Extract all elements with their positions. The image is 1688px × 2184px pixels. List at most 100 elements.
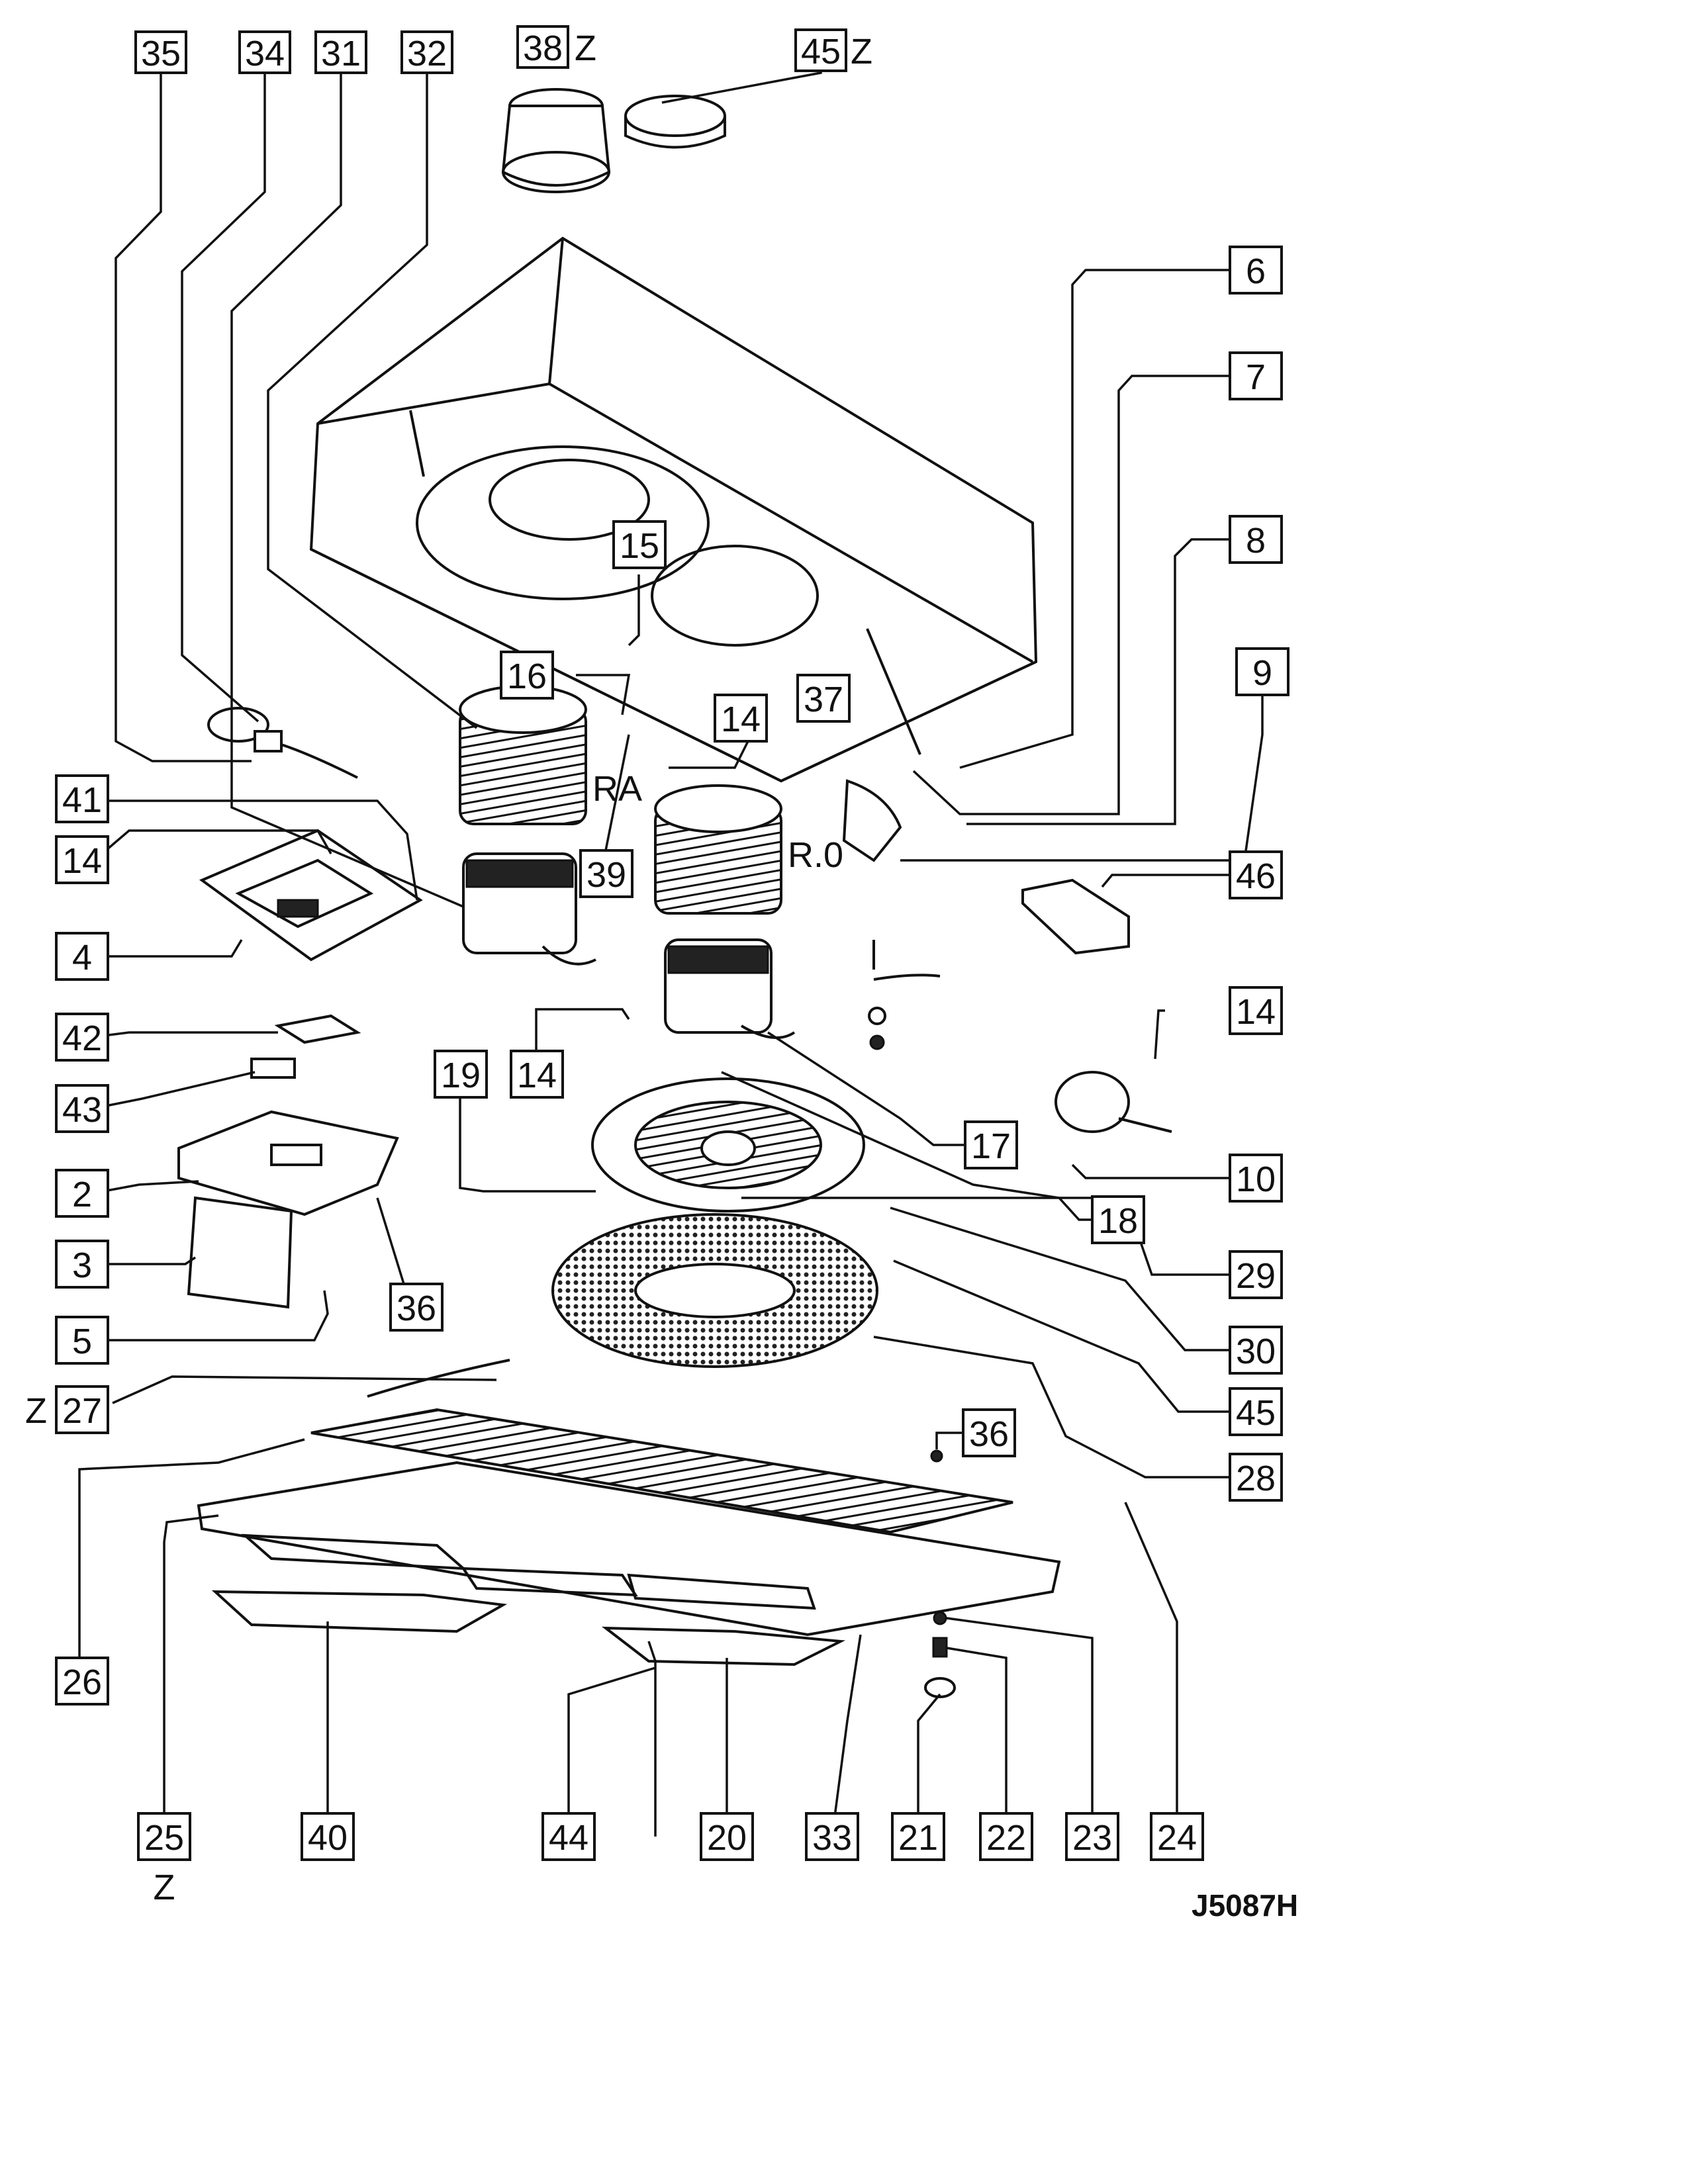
svg-text:41: 41 [62, 780, 102, 820]
small-fittings [868, 940, 941, 1050]
label-38: 38 [516, 25, 569, 69]
svg-text:10: 10 [1236, 1160, 1276, 1199]
svg-text:44: 44 [549, 1818, 588, 1858]
svg-text:43: 43 [62, 1090, 102, 1130]
motor-right [664, 938, 796, 1039]
bracket-46 [1021, 878, 1130, 955]
label-14b: 14 [55, 835, 109, 884]
label-35: 35 [134, 30, 187, 74]
svg-text:25: 25 [144, 1818, 184, 1858]
leader-lines [78, 33, 1264, 1837]
label-2: 2 [55, 1169, 109, 1218]
label-42: 42 [55, 1013, 109, 1062]
svg-text:28: 28 [1236, 1459, 1276, 1498]
svg-text:14: 14 [62, 841, 102, 881]
label-6: 6 [1229, 246, 1283, 295]
svg-text:18: 18 [1098, 1201, 1138, 1241]
leader-44 [567, 1666, 656, 1813]
label-33: 33 [805, 1812, 859, 1861]
small-clip-43 [250, 1058, 296, 1079]
label-17: 17 [964, 1120, 1018, 1169]
label-4: 4 [55, 932, 109, 981]
svg-text:16: 16 [507, 657, 547, 696]
svg-text:35: 35 [141, 34, 181, 73]
label-27: 27 [55, 1385, 109, 1434]
label-21: 21 [891, 1812, 945, 1861]
label-28: 28 [1229, 1453, 1283, 1502]
label-45: 45 [1229, 1387, 1283, 1436]
svg-text:23: 23 [1072, 1818, 1112, 1858]
svg-text:21: 21 [898, 1818, 938, 1858]
svg-text:15: 15 [620, 526, 659, 566]
svg-text:30: 30 [1236, 1332, 1276, 1371]
svg-text:9: 9 [1252, 653, 1272, 693]
motor-left [462, 852, 596, 966]
lamp-cover-plate [177, 1110, 399, 1216]
svg-text:26: 26 [62, 1662, 102, 1702]
svg-text:24: 24 [1157, 1818, 1197, 1858]
label-8: 8 [1229, 515, 1283, 564]
svg-text:6: 6 [1246, 251, 1266, 291]
svg-text:4: 4 [72, 938, 92, 978]
label-5: 5 [55, 1316, 109, 1365]
label-43: 43 [55, 1084, 109, 1133]
label-40: 40 [301, 1812, 355, 1861]
svg-text:33: 33 [812, 1818, 852, 1858]
lens-40 [211, 1590, 508, 1633]
lens-glass [187, 1196, 293, 1309]
mark-ro: R.0 [788, 835, 843, 875]
label-22: 22 [979, 1812, 1033, 1861]
label-41: 41 [55, 774, 109, 823]
adapter-ring-part [624, 95, 726, 149]
label-3: 3 [55, 1240, 109, 1289]
svg-text:7: 7 [1246, 357, 1266, 397]
filter-ring-28 [551, 1213, 878, 1368]
label-36b: 36 [962, 1408, 1016, 1457]
fan-wheel-left [459, 685, 587, 825]
label-23: 23 [1065, 1812, 1119, 1861]
label-37: 37 [796, 674, 851, 723]
label-16: 16 [500, 651, 554, 700]
lens-20 [601, 1626, 846, 1666]
label-14d: 14 [510, 1050, 564, 1099]
mark-z-38: Z [575, 28, 596, 68]
svg-text:19: 19 [441, 1056, 481, 1095]
svg-text:5: 5 [72, 1322, 92, 1361]
label-24: 24 [1150, 1812, 1204, 1861]
svg-text:8: 8 [1246, 521, 1266, 561]
svg-text:27: 27 [62, 1391, 102, 1431]
svg-text:45: 45 [801, 32, 841, 71]
svg-text:29: 29 [1236, 1256, 1276, 1296]
svg-text:14: 14 [517, 1056, 557, 1095]
svg-text:46: 46 [1236, 856, 1276, 896]
fan-wheel-right [654, 784, 782, 915]
mark-z-27: Z [25, 1391, 47, 1431]
mark-z-25: Z [154, 1868, 175, 1907]
svg-text:14: 14 [721, 700, 761, 739]
svg-text:39: 39 [586, 855, 626, 895]
svg-text:2: 2 [72, 1175, 92, 1214]
label-14a: 14 [714, 694, 768, 743]
label-18: 18 [1091, 1195, 1145, 1244]
label-26: 26 [55, 1657, 109, 1706]
svg-text:20: 20 [707, 1818, 747, 1858]
label-44: 44 [541, 1812, 596, 1861]
knob-parts [924, 1449, 956, 1698]
label-29: 29 [1229, 1250, 1283, 1299]
label-31: 31 [314, 30, 367, 74]
label-14c: 14 [1229, 986, 1283, 1035]
switch-box-part [199, 829, 423, 962]
svg-text:3: 3 [72, 1246, 92, 1285]
diagram-code: J5087H [1192, 1888, 1298, 1923]
label-46: 46 [1229, 850, 1283, 899]
motor-plate [591, 1077, 865, 1212]
svg-text:36: 36 [969, 1414, 1009, 1454]
hood-housing [309, 236, 1038, 783]
label-7: 7 [1229, 351, 1283, 400]
filter-cone-part [501, 88, 611, 193]
svg-text:34: 34 [245, 34, 285, 73]
grease-filter-26 [310, 1408, 1013, 1534]
label-32: 32 [400, 30, 453, 74]
svg-text:38: 38 [523, 28, 563, 68]
